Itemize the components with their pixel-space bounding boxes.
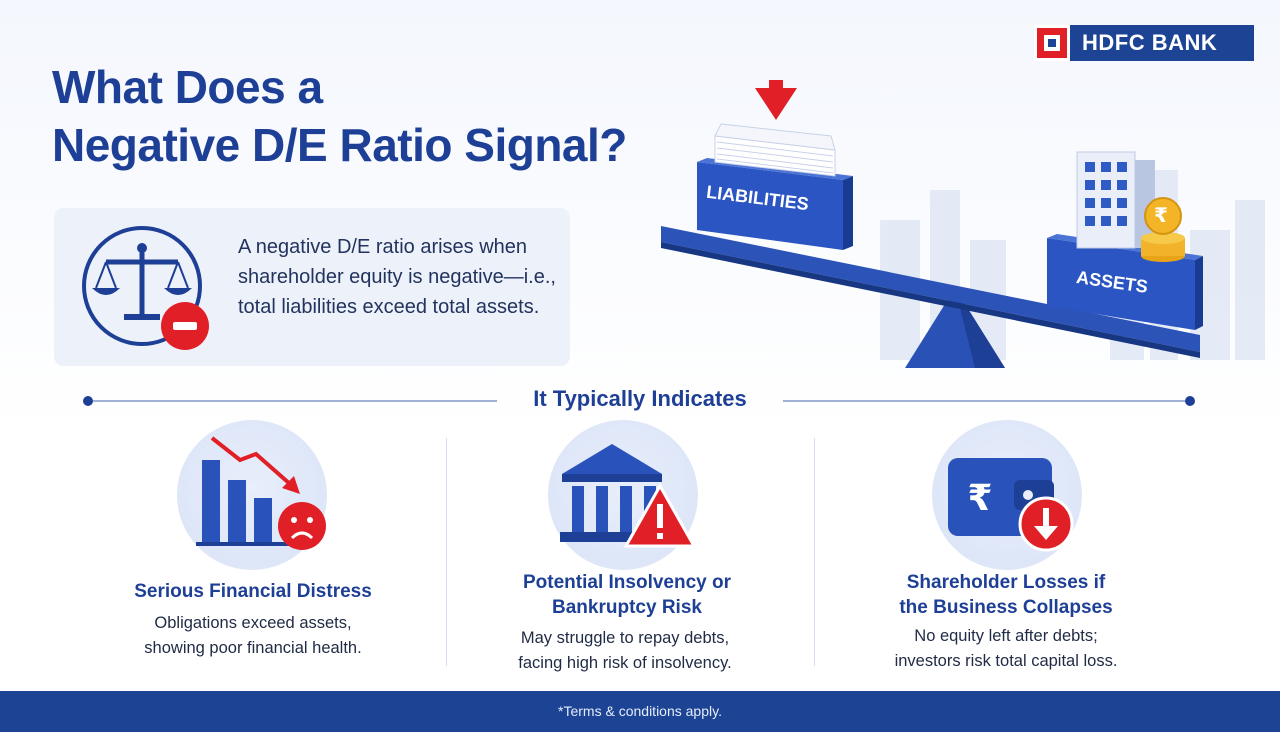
title-line-1: What Does a: [52, 61, 323, 113]
divider-dot-left: [83, 396, 93, 406]
coin-rupee-symbol: ₹: [1154, 205, 1168, 227]
definition-text: A negative D/E ratio arises when shareho…: [238, 236, 556, 318]
seesaw-plank-icon: [661, 226, 1200, 358]
bank-building-warning-icon: [560, 444, 697, 548]
rupee-coin-stack-icon: [1141, 197, 1185, 262]
title-line-2: Negative D/E Ratio Signal?: [52, 119, 627, 171]
wallet-rupee-down-arrow-icon: ₹: [948, 458, 1074, 552]
column-separator: [446, 438, 447, 666]
indicator-2-description: May struggle to repay debts, facing high…: [518, 629, 732, 672]
seesaw-illustration: [661, 80, 1203, 368]
indicator-3-description: No equity left after debts; investors ri…: [894, 627, 1118, 670]
indicator-1-title: Serious Financial Distress: [134, 581, 372, 602]
hdfc-logo-mark-icon: [1034, 25, 1070, 61]
column-separator: [814, 438, 815, 666]
paper-stack-icon: [714, 123, 836, 177]
down-arrow-icon: [755, 80, 797, 120]
indicator-1-description: Obligations exceed assets, showing poor …: [144, 614, 362, 657]
footer-disclaimer: *Terms & conditions apply.: [0, 691, 1280, 732]
declining-bar-chart-sad-face-icon: [196, 436, 326, 550]
logo-text: HDFC BANK: [1082, 30, 1218, 55]
office-building-icon: [1076, 151, 1155, 249]
balance-scale-minus-icon: [82, 226, 209, 350]
indicator-3-title: Shareholder Losses if the Business Colla…: [899, 572, 1113, 618]
section-heading: It Typically Indicates: [533, 386, 747, 411]
indicator-2-title: Potential Insolvency or Bankruptcy Risk: [523, 572, 731, 618]
hdfc-bank-logo: HDFC BANK: [1034, 25, 1254, 61]
divider-dot-right: [1185, 396, 1195, 406]
divider-line-right: [783, 400, 1185, 402]
page-title: What Does a Negative D/E Ratio Signal?: [52, 58, 692, 174]
svg-text:₹: ₹: [967, 478, 992, 519]
divider-line-left: [93, 400, 497, 402]
